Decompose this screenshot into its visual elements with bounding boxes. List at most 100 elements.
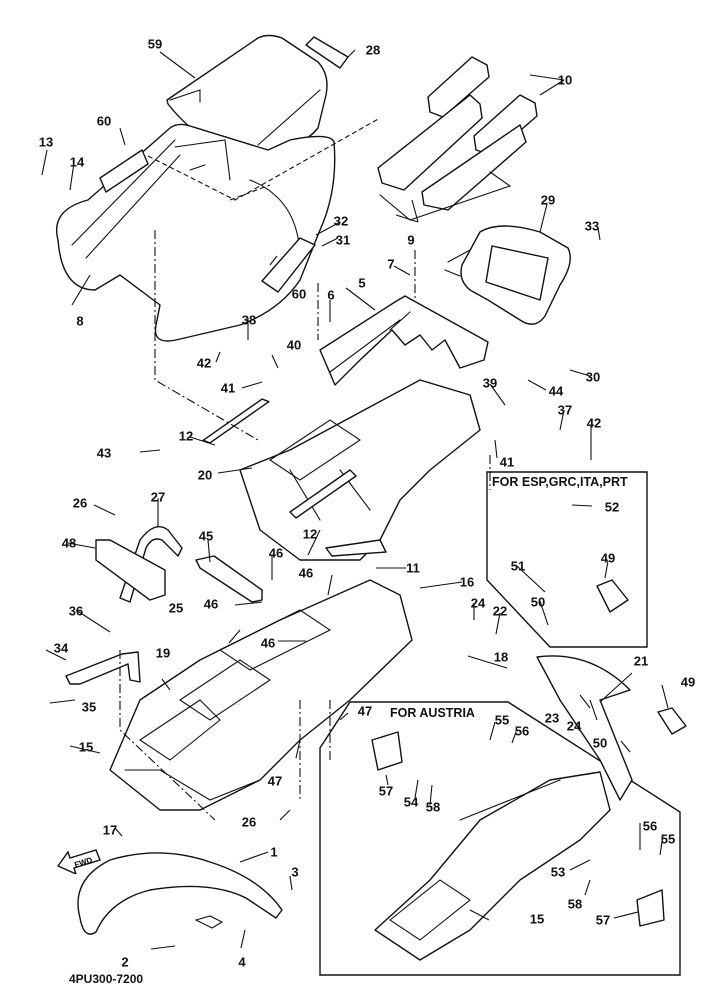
callout-44[interactable]: 44 bbox=[548, 383, 564, 399]
callout-27[interactable]: 27 bbox=[150, 489, 166, 505]
callout-23[interactable]: 23 bbox=[544, 710, 560, 726]
callout-52[interactable]: 52 bbox=[604, 499, 620, 515]
front-fender-part-1 bbox=[77, 852, 283, 935]
callout-35[interactable]: 35 bbox=[81, 699, 97, 715]
callout-15b[interactable]: 15 bbox=[529, 911, 545, 927]
callout-57b[interactable]: 57 bbox=[595, 912, 611, 928]
callout-19[interactable]: 19 bbox=[155, 645, 171, 661]
inset-box-esp bbox=[486, 471, 648, 648]
frame-structure bbox=[202, 379, 481, 561]
callout-34[interactable]: 34 bbox=[53, 640, 69, 656]
callout-15[interactable]: 15 bbox=[78, 739, 94, 755]
callout-8[interactable]: 8 bbox=[76, 313, 84, 329]
callout-17[interactable]: 17 bbox=[102, 822, 118, 838]
emblem-part-60-left bbox=[99, 149, 149, 193]
callout-55b[interactable]: 55 bbox=[660, 831, 676, 847]
callout-60[interactable]: 60 bbox=[96, 113, 112, 129]
inset-rear-fender-part-15 bbox=[374, 771, 611, 961]
callout-3[interactable]: 3 bbox=[291, 864, 299, 880]
callout-57a[interactable]: 57 bbox=[378, 783, 394, 799]
callout-26[interactable]: 26 bbox=[72, 495, 88, 511]
callout-37[interactable]: 37 bbox=[557, 402, 573, 418]
taillight-part-29 bbox=[444, 225, 571, 325]
inset-label-esp: FOR ESP,GRC,ITA,PRT bbox=[492, 475, 628, 489]
callout-41b[interactable]: 41 bbox=[499, 454, 515, 470]
callout-46d[interactable]: 46 bbox=[260, 635, 276, 651]
callout-47a[interactable]: 47 bbox=[357, 703, 373, 719]
callout-43[interactable]: 43 bbox=[96, 445, 112, 461]
callout-13[interactable]: 13 bbox=[38, 134, 54, 150]
callout-51[interactable]: 51 bbox=[510, 558, 526, 574]
forward-arrow-icon: FWD bbox=[56, 849, 101, 874]
callout-54[interactable]: 54 bbox=[403, 794, 419, 810]
inset-label-austria: FOR AUSTRIA bbox=[390, 706, 475, 720]
callout-46a[interactable]: 46 bbox=[268, 545, 284, 561]
callout-49b[interactable]: 49 bbox=[680, 674, 696, 690]
callout-41[interactable]: 41 bbox=[220, 380, 236, 396]
callout-26b[interactable]: 26 bbox=[241, 814, 257, 830]
callout-40[interactable]: 40 bbox=[286, 337, 302, 353]
callout-38[interactable]: 38 bbox=[241, 312, 257, 328]
callout-47b[interactable]: 47 bbox=[267, 773, 283, 789]
callout-11[interactable]: 11 bbox=[406, 560, 420, 576]
callout-18[interactable]: 18 bbox=[493, 649, 509, 665]
callout-4[interactable]: 4 bbox=[238, 954, 246, 970]
callout-24b[interactable]: 24 bbox=[566, 718, 582, 734]
callout-42b[interactable]: 42 bbox=[586, 415, 602, 431]
callout-21[interactable]: 21 bbox=[633, 653, 649, 669]
callout-59[interactable]: 59 bbox=[147, 36, 163, 52]
reflector-part-49-main bbox=[657, 707, 687, 735]
callout-32[interactable]: 32 bbox=[333, 213, 349, 229]
callout-20[interactable]: 20 bbox=[197, 467, 213, 483]
callout-31[interactable]: 31 bbox=[335, 232, 351, 248]
rear-fender-part-15 bbox=[109, 579, 413, 811]
reflector-part-49-inset bbox=[596, 579, 629, 613]
callout-24[interactable]: 24 bbox=[470, 595, 486, 611]
callout-22[interactable]: 22 bbox=[492, 603, 508, 619]
callout-25[interactable]: 25 bbox=[168, 600, 184, 616]
reflector-part-57-left bbox=[371, 731, 403, 771]
callout-30[interactable]: 30 bbox=[585, 369, 601, 385]
callout-12[interactable]: 12 bbox=[178, 428, 194, 444]
bracket-part-5 bbox=[319, 295, 489, 386]
inset-box-austria bbox=[319, 701, 681, 976]
leader-lines bbox=[41, 49, 669, 950]
callout-60b[interactable]: 60 bbox=[291, 286, 307, 302]
callout-14[interactable]: 14 bbox=[69, 154, 85, 170]
cover-part-48 bbox=[95, 539, 166, 601]
callout-33[interactable]: 33 bbox=[584, 218, 600, 234]
callout-42[interactable]: 42 bbox=[196, 355, 212, 371]
callout-56a[interactable]: 56 bbox=[514, 723, 530, 739]
callout-46b[interactable]: 46 bbox=[298, 565, 314, 581]
flap-part-21 bbox=[536, 655, 633, 801]
callout-12b[interactable]: 12 bbox=[302, 526, 318, 542]
callout-50b[interactable]: 50 bbox=[592, 735, 608, 751]
callout-5[interactable]: 5 bbox=[358, 275, 366, 291]
pads-part-9-10 bbox=[377, 56, 538, 221]
callout-28[interactable]: 28 bbox=[365, 42, 381, 58]
bracket-part-34 bbox=[65, 651, 141, 685]
callout-36[interactable]: 36 bbox=[68, 603, 84, 619]
callout-53[interactable]: 53 bbox=[550, 864, 566, 880]
callout-10[interactable]: 10 bbox=[557, 72, 573, 88]
callout-56b[interactable]: 56 bbox=[642, 818, 658, 834]
emblem-part-60-right bbox=[261, 237, 316, 293]
callout-1[interactable]: 1 bbox=[270, 844, 278, 860]
callout-50a[interactable]: 50 bbox=[530, 594, 546, 610]
callout-58a[interactable]: 58 bbox=[425, 799, 441, 815]
callout-6[interactable]: 6 bbox=[327, 287, 335, 303]
callout-9[interactable]: 9 bbox=[407, 232, 415, 248]
callout-7[interactable]: 7 bbox=[387, 256, 395, 272]
callout-49a[interactable]: 49 bbox=[600, 550, 616, 566]
callout-45[interactable]: 45 bbox=[198, 528, 214, 544]
reflector-part-57-right bbox=[636, 889, 665, 927]
callout-39[interactable]: 39 bbox=[482, 375, 498, 391]
callout-46c[interactable]: 46 bbox=[203, 596, 219, 612]
callout-58b[interactable]: 58 bbox=[567, 896, 583, 912]
callout-29[interactable]: 29 bbox=[540, 192, 556, 208]
callout-2[interactable]: 2 bbox=[121, 954, 129, 970]
diagram-code: 4PU300-7200 bbox=[69, 972, 144, 986]
callout-55a[interactable]: 55 bbox=[494, 712, 510, 728]
callout-16[interactable]: 16 bbox=[459, 574, 475, 590]
callout-48[interactable]: 48 bbox=[61, 535, 77, 551]
